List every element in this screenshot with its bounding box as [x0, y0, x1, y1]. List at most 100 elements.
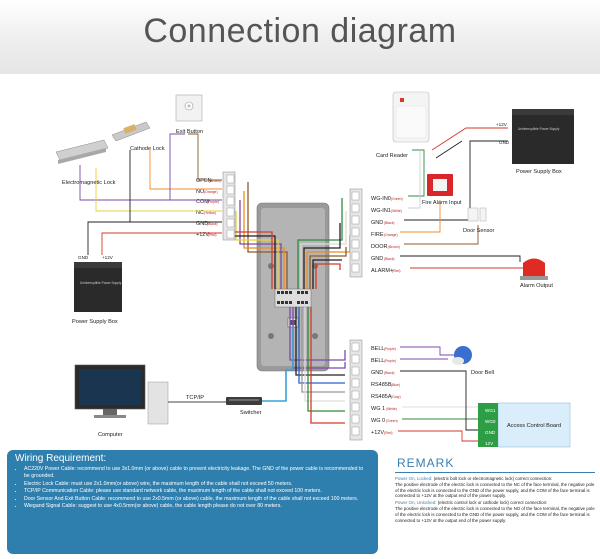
terminal-nc: NC — [196, 210, 204, 216]
door-sensor-label: Door Sensor — [463, 228, 495, 234]
fire-alarm-label: Fire Alarm Input — [422, 200, 462, 206]
terminal-wg1-color: (White) — [386, 407, 397, 411]
connection-diagram: OPEN (Brown) NO (Orange) COM (Purple) NC… — [55, 91, 574, 448]
tcpip-link: TCP/IP — [168, 395, 226, 403]
computer-label: Computer — [98, 432, 123, 438]
terminal-alarm: ALARM+ — [371, 268, 393, 274]
psu-right-gnd: GND — [499, 140, 510, 145]
wiring-item: AC220V Power Cable: recommend to use 3x1… — [24, 466, 370, 481]
terminal-wg0-color: (Green) — [386, 419, 398, 423]
door-bell-label: Door Bell — [471, 370, 494, 376]
left-external-wires — [79, 133, 222, 255]
psu-right-12v: +12V — [496, 122, 508, 127]
terminal-fire-color: (Orange) — [384, 233, 398, 237]
alarm-output-label: Alarm Output — [520, 283, 553, 289]
wiring-list: AC220V Power Cable: recommend to use 3x1… — [15, 466, 370, 510]
terminal-rs485a: RS485A — [371, 394, 392, 400]
remark-unlocked-body: The positive electrode of the electric l… — [395, 505, 595, 523]
terminal-bottom-gnd: GND — [371, 370, 383, 376]
right-terminal-labels-top: WG-IN0 (Green) WG-IN1 (White) GND (Black… — [371, 196, 403, 274]
terminal-bottom-gnd-color: (Black) — [384, 371, 395, 375]
remark-locked-title: (electric bolt lock or electromagnetic l… — [432, 476, 553, 481]
terminal-top-gnd-color: (Black) — [384, 221, 395, 225]
remark-locked: Power On, Locked: (electric bolt lock or… — [395, 476, 595, 499]
psu-left-caption: Uninterruptible Power Supply — [80, 281, 122, 285]
right-wire-bundle — [297, 198, 351, 289]
terminal-wg-in1-color: (White) — [391, 209, 402, 213]
title-banner — [0, 0, 600, 74]
terminal-12v-color: (Red) — [208, 233, 216, 237]
terminal-12v: +12V — [196, 232, 209, 238]
remark-unlocked-head: Power On, Unlocked: — [395, 500, 437, 506]
remark-section: REMARK Power On, Locked: (electric bolt … — [395, 456, 595, 554]
psu-left-gnd: GND — [78, 255, 89, 260]
switcher-label: Switcher — [240, 410, 262, 416]
remark-divider — [395, 472, 595, 473]
right-external-wires-bottom — [398, 346, 478, 442]
door-bell-device: Door Bell — [452, 346, 494, 376]
terminal-bottom-12v: +12V — [371, 430, 384, 436]
access-board-label: Access Control Board — [507, 423, 561, 429]
terminal-wg-in0-color: (Green) — [391, 197, 403, 201]
cathode-lock-device: Cathode Lock — [111, 121, 165, 152]
terminal-rs485b: RS485B — [371, 382, 392, 388]
terminal-bell-2-color: (Purple) — [384, 359, 396, 363]
terminal-open-color: (Brown) — [209, 179, 221, 183]
em-lock-label: Electromagnetic Lock — [62, 180, 116, 186]
terminal-rs485b-color: (Blue) — [391, 383, 400, 387]
terminal-top-gnd: GND — [371, 220, 383, 226]
terminal-gnd: GND — [196, 221, 208, 227]
wiring-heading: Wiring Requirement: — [15, 453, 107, 464]
em-lock-device: Electromagnetic Lock — [55, 139, 116, 186]
terminal-alarm-color: (Red) — [392, 269, 400, 273]
cathode-lock-label: Cathode Lock — [130, 146, 165, 152]
wiring-item: Wiegand Signal Cable: suggest to use 4x0… — [24, 503, 370, 510]
terminal-rs485a-color: (Gray) — [391, 395, 401, 399]
terminal-wg-in0: WG-IN0 — [371, 196, 391, 202]
terminal-top-gnd2: GND — [371, 256, 383, 262]
remark-locked-head: Power On, Locked: — [395, 476, 433, 481]
terminal-top-gnd2-color: (Black) — [384, 257, 395, 261]
card-reader-label: Card Reader — [376, 153, 408, 159]
board-wg1: WG1 — [485, 408, 496, 413]
exit-button-device: Exit Button — [175, 94, 203, 135]
remark-unlocked: Power On, Unlocked: (electric control lo… — [395, 500, 595, 523]
terminal-gnd-color: (Black) — [207, 222, 218, 226]
terminal-bell-2: BELL — [371, 358, 384, 364]
fire-alarm-device: Fire Alarm Input — [422, 174, 462, 206]
remark-heading: REMARK — [397, 456, 455, 470]
tcpip-label: TCP/IP — [186, 395, 204, 401]
board-gnd: GND — [485, 430, 496, 435]
right-terminal-block-top — [349, 188, 363, 278]
right-external-wires-top — [400, 127, 529, 269]
psu-left-label: Power Supply Box — [72, 319, 118, 325]
wiring-item: Door Sensor And Exit Button Cable: recom… — [24, 496, 370, 503]
computer-device: Computer — [74, 364, 169, 438]
psu-right-label: Power Supply Box — [516, 169, 562, 175]
right-terminal-block-bottom — [349, 339, 363, 441]
terminal-fire: FIRE — [371, 232, 384, 238]
wiring-requirement-box: Wiring Requirement: AC220V Power Cable: … — [7, 450, 378, 554]
board-wg0: WG0 — [485, 419, 496, 424]
door-sensor-device: Door Sensor — [463, 207, 495, 234]
terminal-open: OPEN — [196, 178, 212, 184]
terminal-wg0: WG 0 — [371, 418, 385, 424]
alarm-output-device: Alarm Output — [520, 258, 553, 289]
right-terminal-labels-bottom: BELL (Purple) BELL (Purple) GND (Black) … — [371, 346, 401, 436]
exit-button-label: Exit Button — [176, 129, 203, 135]
left-terminal-labels: OPEN (Brown) NO (Orange) COM (Purple) NC… — [196, 178, 221, 238]
wiring-item: Electric Lock Cable: must use 2x1.0mm(or… — [24, 481, 370, 488]
board-12v: 12V — [485, 441, 494, 446]
terminal-nc-color: (Yellow) — [204, 211, 216, 215]
terminal-wg1: WG 1 — [371, 406, 385, 412]
power-supply-left-device: GND +12V Uninterruptible Power Supply Po… — [72, 255, 122, 325]
bottom-wire-bundle — [289, 307, 346, 424]
terminal-bell-1: BELL — [371, 346, 384, 352]
switcher-device: Switcher — [226, 397, 262, 416]
terminal-com: COM — [196, 199, 209, 205]
terminal-no: NO — [196, 189, 205, 195]
terminal-wg-in1: WG-IN1 — [371, 208, 391, 214]
terminal-bell-1-color: (Purple) — [384, 347, 396, 351]
wiring-item: TCP/IP Communication Cable: please use s… — [24, 488, 370, 495]
card-reader-device: Card Reader — [376, 91, 430, 159]
